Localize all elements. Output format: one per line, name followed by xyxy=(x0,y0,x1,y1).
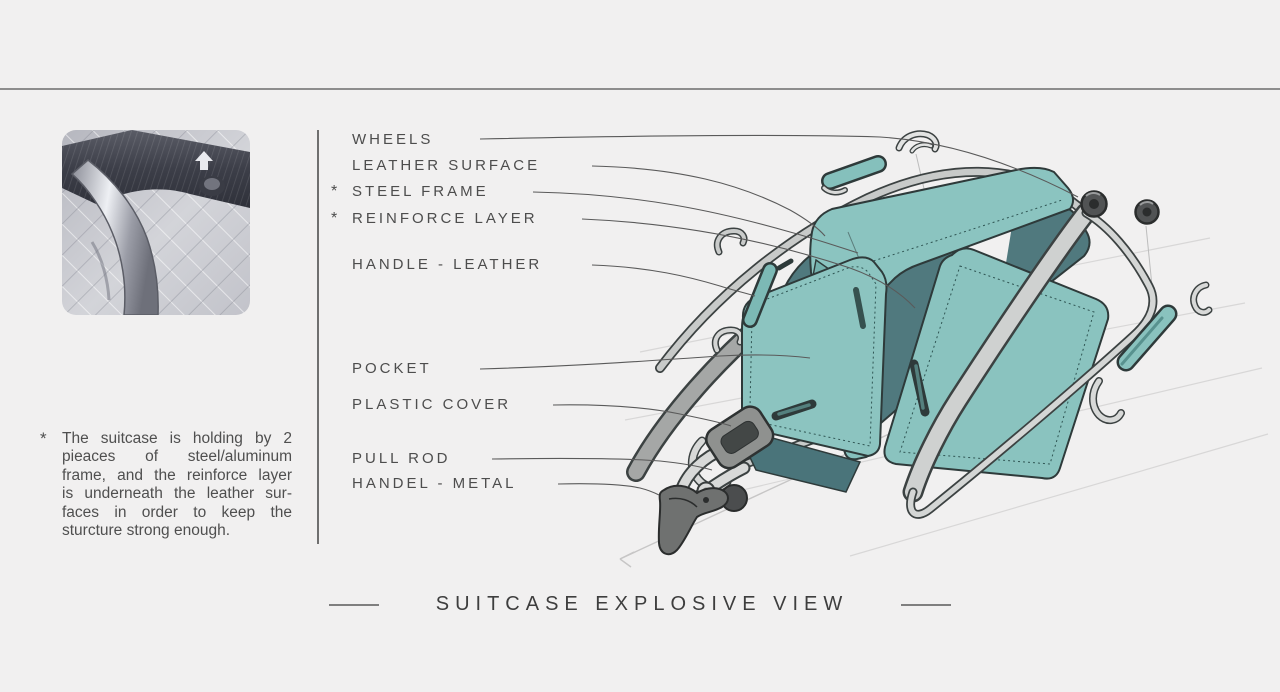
label-reinforce-layer: * REINFORCE LAYER xyxy=(331,210,538,228)
leader-reinforce-layer xyxy=(581,218,916,309)
footnote-line: frame, and the reinforce layer xyxy=(62,466,292,484)
part-handle-leather xyxy=(742,262,778,328)
photo-chrome-bar xyxy=(70,159,159,315)
label-text: HANDLE - LEATHER xyxy=(352,256,543,273)
label-plastic-cover: PLASTIC COVER xyxy=(331,396,511,414)
label-steel-frame: * STEEL FRAME xyxy=(331,183,489,201)
asterisk: * xyxy=(331,210,338,227)
leader-pull-rod xyxy=(491,457,713,471)
footnote-asterisk: * xyxy=(40,429,47,448)
footnote-line: is underneath the leather sur- xyxy=(62,485,292,503)
label-text: REINFORCE LAYER xyxy=(352,210,538,227)
part-handle-top-strip xyxy=(821,155,887,196)
top-divider xyxy=(0,88,1280,90)
leader-leather-surface xyxy=(591,165,826,237)
labels-divider xyxy=(317,130,319,544)
leader-handle-leather xyxy=(591,264,756,297)
label-pocket: POCKET xyxy=(331,360,432,378)
leader-plastic-cover xyxy=(552,404,732,427)
part-hook-top xyxy=(895,130,940,154)
leader-steel-frame xyxy=(532,191,859,254)
label-text: HANDEL - METAL xyxy=(352,475,517,492)
part-side-handle-right xyxy=(1116,304,1178,372)
footer-title: SUITCASE EXPLOSIVE VIEW xyxy=(0,593,1280,616)
part-hook-right-upper xyxy=(1190,281,1213,316)
footnote-line: sturcture strong enough. xyxy=(62,522,231,540)
part-handle-metal xyxy=(657,484,729,556)
label-text: LEATHER SURFACE xyxy=(352,157,541,174)
leader-handel-metal xyxy=(557,483,660,496)
arrow-up-icon xyxy=(195,151,213,170)
leader-lines xyxy=(479,134,1079,496)
part-hook-left-mid xyxy=(711,326,745,354)
footnote-line: The suitcase is holding by 2 xyxy=(62,430,292,447)
page-title: SUITCASE EXPLOSIVE VIEW xyxy=(435,593,849,615)
suitcase-detail-photo xyxy=(62,130,250,315)
footnote-line: faces in order to keep the xyxy=(62,503,292,521)
part-hook-left-top xyxy=(713,227,748,256)
label-pull-rod: PULL ROD xyxy=(331,450,450,468)
label-text: PLASTIC COVER xyxy=(352,396,512,413)
part-wheels xyxy=(1080,190,1160,225)
label-text: POCKET xyxy=(352,360,432,377)
label-text: WHEELS xyxy=(352,131,434,148)
leader-pocket xyxy=(479,354,811,370)
part-steel-frame-back xyxy=(902,202,1158,519)
asterisk: * xyxy=(331,183,338,200)
label-leather-surface: LEATHER SURFACE xyxy=(331,157,540,175)
footnote-line: pieaces of steel/aluminum xyxy=(62,448,292,466)
footnote-text: The suitcase is holding by 2 pieaces of … xyxy=(62,430,292,540)
label-handel-metal: HANDEL - METAL xyxy=(331,475,517,493)
label-wheels: WHEELS xyxy=(331,131,433,149)
label-text: PULL ROD xyxy=(352,450,451,467)
reinforce-slot xyxy=(776,258,794,271)
part-plastic-cover xyxy=(705,405,775,470)
part-hook-right-lower xyxy=(1089,377,1125,424)
part-front-panel xyxy=(741,256,888,458)
label-text: STEEL FRAME xyxy=(352,183,489,200)
label-handle-leather: HANDLE - LEATHER xyxy=(331,256,542,274)
leader-wheels xyxy=(479,134,1079,198)
title-dash-left xyxy=(328,603,379,606)
photo-art xyxy=(62,130,250,315)
title-dash-right xyxy=(901,603,952,606)
